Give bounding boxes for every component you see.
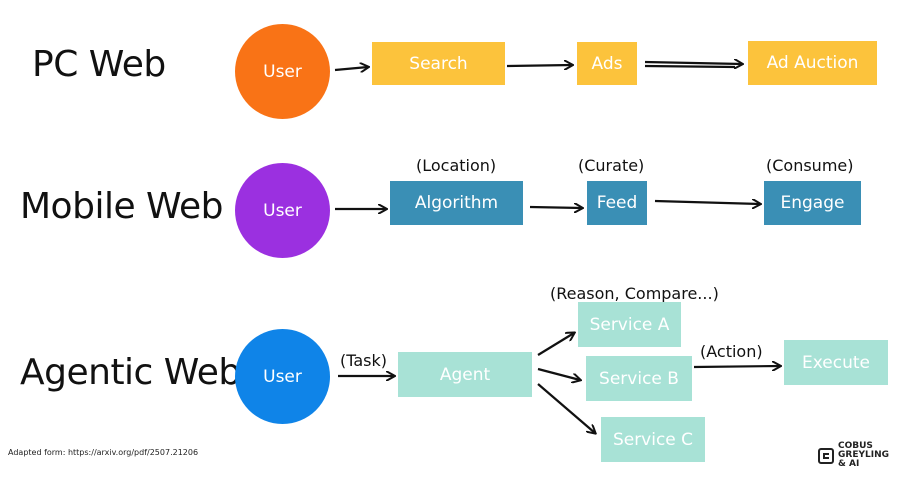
arrow-pc-ads-auction-2	[644, 64, 736, 69]
note-location: (Location)	[416, 156, 497, 175]
note-task: (Task)	[340, 351, 388, 370]
arrow-agent-service-c	[537, 383, 595, 433]
arrow-mobile-feed-engage	[654, 201, 760, 204]
note-reason-compare: (Reason, Compare...)	[550, 284, 719, 303]
agentic-node-service-c: Service C	[601, 417, 705, 462]
brand-logo-icon	[818, 447, 834, 464]
arrow-agent-service-a	[537, 333, 574, 356]
arrow-agent-service-b	[537, 367, 580, 380]
mobile-node-algorithm: Algorithm	[390, 181, 523, 225]
brand-text: COBUS GREYLING & AI	[838, 441, 889, 469]
pc-node-ad-auction: Ad Auction	[748, 41, 877, 85]
arrow-service-b-execute	[693, 366, 780, 367]
agentic-web-title: Agentic Web	[20, 352, 241, 393]
arrow-pc-ads-auction	[644, 62, 742, 64]
mobile-user-circle: User	[235, 163, 330, 258]
pc-node-ads: Ads	[577, 42, 637, 85]
agentic-node-service-b: Service B	[586, 356, 692, 401]
brand-logo: COBUS GREYLING & AI	[818, 442, 920, 469]
mobile-node-feed: Feed	[587, 181, 647, 225]
agentic-node-agent: Agent	[398, 352, 532, 397]
source-footnote: Adapted form: https://arxiv.org/pdf/2507…	[8, 448, 199, 457]
mobile-web-title: Mobile Web	[20, 186, 224, 227]
note-curate: (Curate)	[578, 156, 645, 175]
agentic-user-circle: User	[235, 329, 330, 424]
note-action: (Action)	[700, 342, 763, 361]
agentic-node-execute: Execute	[784, 340, 888, 385]
arrow-pc-search-ads	[506, 65, 572, 66]
arrow-mobile-algorithm-feed	[529, 207, 582, 208]
arrow-pc-user-search	[334, 67, 368, 70]
note-consume: (Consume)	[766, 156, 854, 175]
pc-web-title: PC Web	[32, 44, 166, 85]
pc-node-search: Search	[372, 42, 505, 85]
agentic-node-service-a: Service A	[578, 302, 681, 347]
pc-user-circle: User	[235, 24, 330, 119]
mobile-node-engage: Engage	[764, 181, 861, 225]
